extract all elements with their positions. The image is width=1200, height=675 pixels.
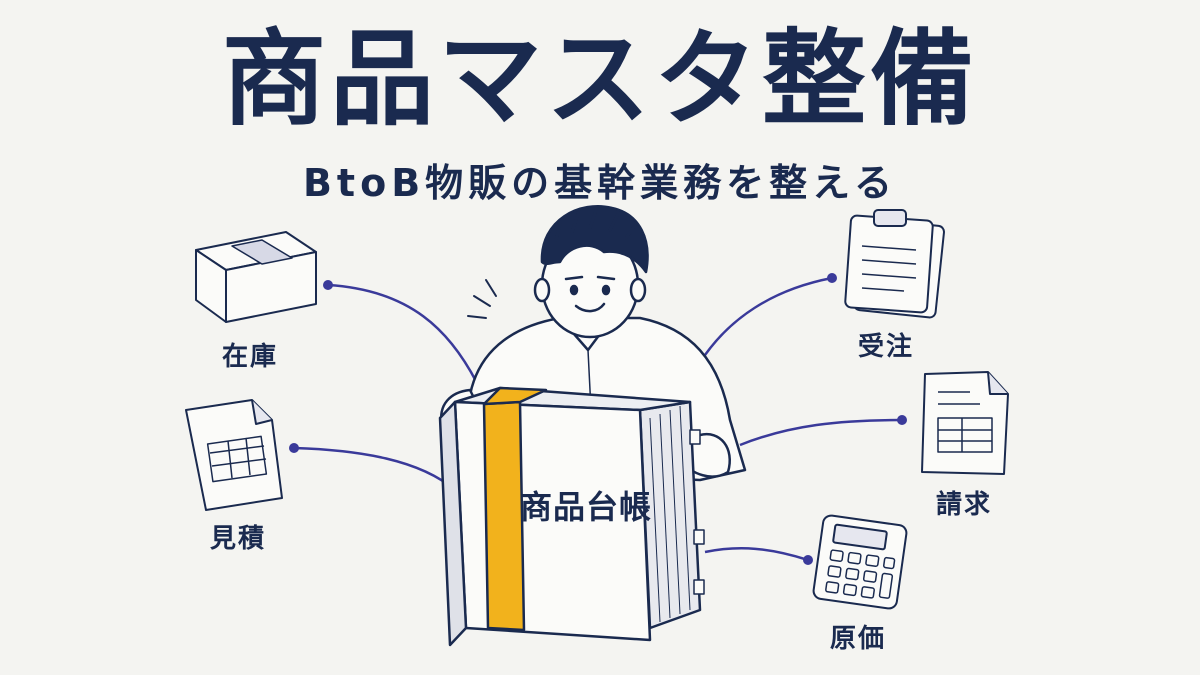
dot-inventory xyxy=(323,280,333,290)
label-inventory: 在庫 xyxy=(222,342,279,372)
label-cost: 原価 xyxy=(830,624,887,654)
box-icon xyxy=(195,231,317,323)
ledger-title: 商品台帳 xyxy=(520,488,653,526)
dot-order xyxy=(827,273,837,283)
ledger-book xyxy=(438,386,705,647)
dot-estimate xyxy=(289,443,299,453)
connector-cost xyxy=(704,547,809,562)
connector-billing xyxy=(739,418,903,447)
label-order: 受注 xyxy=(858,332,915,362)
connector-inventory xyxy=(327,283,480,386)
connector-lines xyxy=(293,276,903,562)
hair xyxy=(540,205,649,274)
label-billing: 請求 xyxy=(936,490,993,520)
connector-estimate xyxy=(293,446,456,491)
connector-order xyxy=(703,276,833,356)
page-subtitle: BtoB物販の基幹業務を整える xyxy=(302,161,898,205)
invoice-document-icon xyxy=(921,371,1009,475)
page-title: 商品マスタ整備 xyxy=(221,18,978,140)
dot-billing xyxy=(897,415,907,425)
clipboard-icon xyxy=(844,209,945,319)
dot-cost xyxy=(803,555,813,565)
ledger-band xyxy=(482,400,526,632)
calculator-icon xyxy=(812,514,908,610)
label-estimate: 見積 xyxy=(210,524,267,554)
spreadsheet-document-icon xyxy=(185,399,283,511)
